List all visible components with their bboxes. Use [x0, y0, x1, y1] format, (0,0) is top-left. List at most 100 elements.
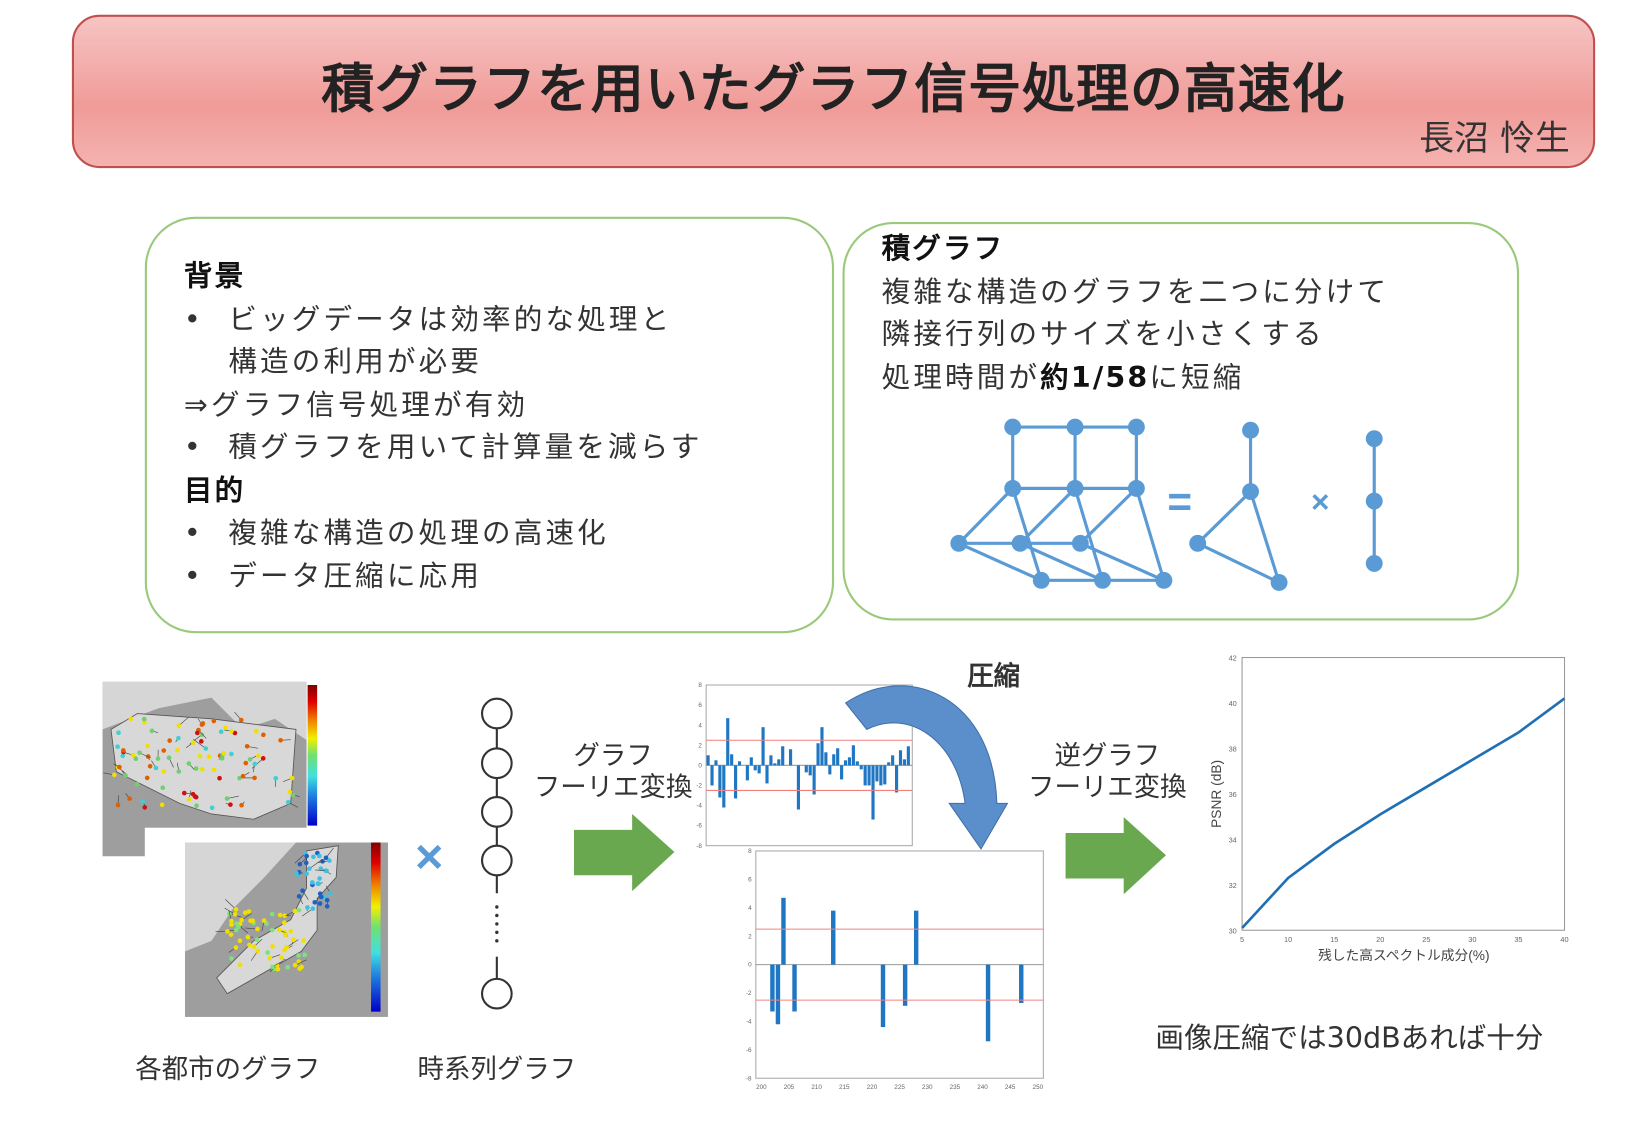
- bullet: •: [183, 559, 204, 593]
- description-text: に短縮: [1149, 360, 1245, 394]
- map-node: [306, 866, 312, 872]
- x-tick-label: 30: [1468, 935, 1476, 944]
- map-node: [142, 805, 148, 810]
- bar: [843, 760, 848, 766]
- x-axis-label: 残した高スペクトル成分(%): [1318, 947, 1489, 963]
- map-node: [224, 796, 230, 801]
- map-node: [281, 920, 287, 925]
- bullet-text: 積グラフを用いて計算量を減らす: [228, 431, 703, 465]
- japan-city-graph-map: [184, 842, 388, 1017]
- map-node: [277, 912, 283, 918]
- bar: [891, 755, 895, 766]
- gft-label-line: グラフ: [573, 739, 653, 771]
- x-tick-label: 230: [922, 1084, 933, 1091]
- bar: [796, 765, 800, 810]
- map-node: [310, 906, 316, 911]
- map-node: [137, 750, 142, 756]
- y-tick-label: -2: [746, 990, 752, 997]
- compress-label: 圧縮: [967, 660, 1021, 692]
- x-tick-label: 210: [811, 1084, 822, 1091]
- bar: [730, 754, 734, 766]
- bar: [871, 765, 875, 820]
- bar: [887, 762, 891, 766]
- map-node: [175, 747, 180, 753]
- map-node: [317, 853, 322, 859]
- y-tick-label: 4: [748, 905, 752, 912]
- bar: [773, 763, 777, 766]
- map-node: [206, 754, 212, 760]
- igft-label-line: 逆グラフ: [1054, 739, 1161, 771]
- map-node: [176, 769, 182, 774]
- us-city-graph-map: [102, 681, 318, 857]
- map-node: [282, 913, 288, 918]
- bar: [765, 765, 769, 784]
- author-name: 長沼 怜生: [1419, 117, 1570, 159]
- map-node: [211, 718, 217, 724]
- description-text: 処理時間が: [881, 360, 1041, 394]
- map-node: [267, 955, 273, 961]
- psnr-line: [1241, 697, 1566, 929]
- map-node: [176, 735, 181, 741]
- map-node: [255, 948, 261, 954]
- map-node: [289, 775, 295, 781]
- bar: [859, 765, 863, 770]
- map-node: [305, 905, 310, 910]
- map-node: [145, 743, 150, 749]
- map-node: [203, 746, 209, 751]
- map-node: [318, 866, 324, 871]
- map-node: [291, 937, 296, 943]
- x-tick-label: 5: [1240, 935, 1244, 944]
- bar: [753, 765, 757, 771]
- map-node: [223, 725, 228, 731]
- map-node: [145, 754, 151, 759]
- map-edge: [251, 758, 264, 769]
- map-node: [123, 773, 128, 778]
- map-node: [269, 927, 275, 933]
- map-node: [273, 775, 279, 781]
- map-node: [300, 888, 305, 893]
- map-node: [120, 753, 126, 759]
- panel-text: 積グラフ 複雑な構造のグラフを二つに分けて 隣接行列のサイズを小さくする 処理時…: [882, 228, 1389, 399]
- map-node: [237, 962, 243, 968]
- times-sign: ×: [415, 830, 443, 884]
- bar: [880, 964, 886, 1028]
- map-node: [159, 802, 165, 808]
- map-node: [256, 753, 261, 759]
- bar: [836, 748, 840, 766]
- igft-label-line: フーリエ変換: [1028, 771, 1187, 803]
- map-node: [301, 938, 306, 943]
- bar: [714, 760, 718, 766]
- map-node: [285, 799, 291, 805]
- map-node: [134, 781, 140, 787]
- map-node: [278, 737, 283, 743]
- map-node: [296, 953, 301, 958]
- map-node: [302, 952, 308, 958]
- bar: [863, 765, 867, 786]
- y-tick-label: 2: [698, 742, 702, 749]
- x-tick-label: 15: [1330, 935, 1338, 944]
- map-node: [283, 932, 288, 938]
- bar: [749, 757, 753, 766]
- map-node: [290, 792, 296, 798]
- map-node: [312, 900, 318, 905]
- map-node: [317, 901, 323, 906]
- bar: [985, 964, 991, 1042]
- bar: [855, 761, 859, 766]
- map-node: [315, 881, 321, 886]
- map-node: [270, 964, 275, 970]
- x-tick-label: 10: [1284, 935, 1292, 944]
- map-node: [167, 738, 173, 743]
- map-node: [251, 944, 257, 949]
- map-node: [232, 730, 238, 736]
- map-node: [153, 765, 159, 771]
- panel-text: 背景 •ビッグデータは効率的な処理と 構造の利用が必要 ⇒グラフ信号処理が有効 …: [184, 256, 703, 599]
- bar: [831, 910, 836, 965]
- map-node: [186, 796, 192, 802]
- map-node: [149, 728, 155, 734]
- bar: [808, 765, 812, 776]
- y-tick-label: -6: [696, 823, 702, 830]
- y-axis-label: PSNR (dB): [1209, 760, 1224, 828]
